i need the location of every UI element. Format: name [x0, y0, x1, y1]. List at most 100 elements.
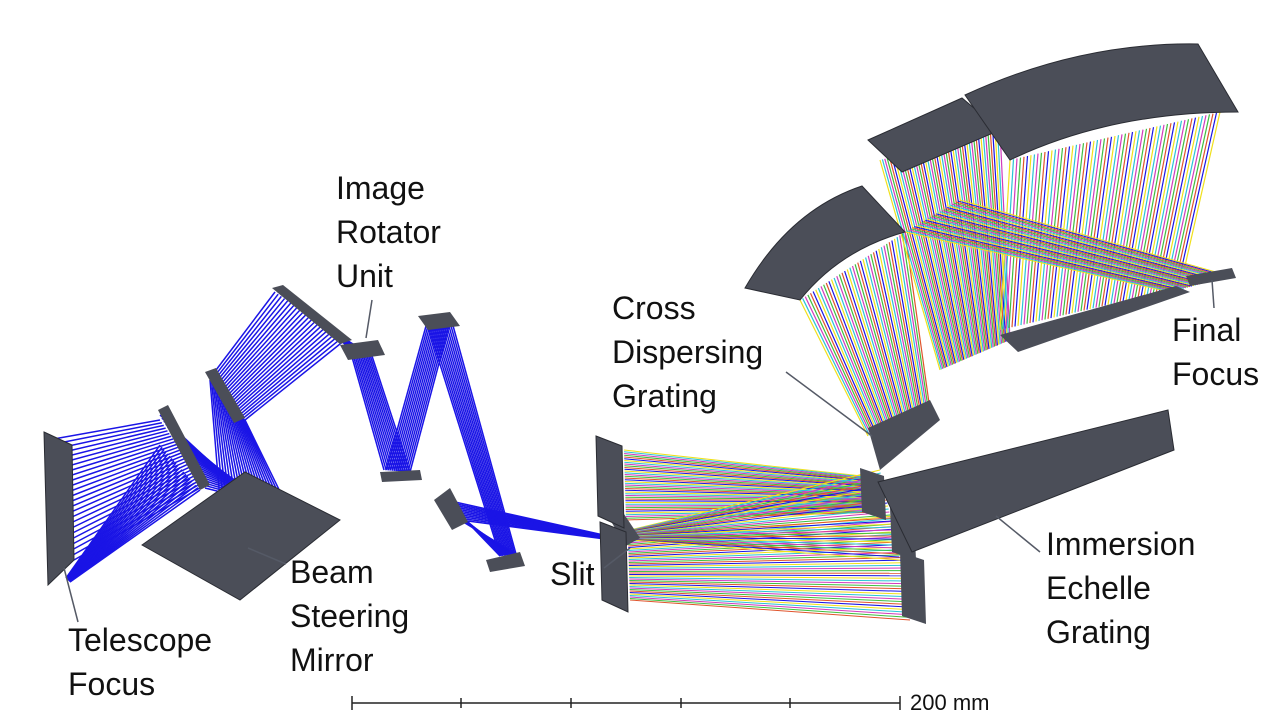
- ray: [910, 152, 959, 363]
- ray: [925, 148, 968, 359]
- label-cross-dispersing-grating: Cross Dispersing Grating: [612, 290, 764, 414]
- ray: [631, 526, 893, 537]
- ray: [879, 159, 941, 371]
- ray: [954, 202, 1225, 279]
- ray: [820, 286, 881, 432]
- ray: [629, 583, 906, 592]
- ray: [932, 146, 972, 357]
- ray: [899, 235, 928, 412]
- ray: [629, 596, 910, 616]
- ray: [915, 150, 962, 362]
- ray: [881, 159, 942, 370]
- ray: [928, 217, 1197, 286]
- ray: [629, 587, 907, 600]
- ray: [1002, 159, 1015, 330]
- ray: [629, 599, 911, 621]
- ray: [226, 315, 311, 400]
- ray: [908, 229, 1175, 292]
- ray: [628, 559, 901, 566]
- camera-mirror-large: [964, 43, 1239, 161]
- ray: [60, 451, 183, 501]
- ray: [1098, 133, 1127, 307]
- ray: [629, 595, 909, 613]
- telescope-focus-plate: [43, 431, 75, 587]
- leader-slit: [603, 547, 631, 569]
- ray: [69, 489, 201, 583]
- ray: [844, 270, 895, 426]
- detector-base-plate: [1000, 286, 1190, 352]
- ray: [888, 242, 922, 415]
- ray: [624, 482, 871, 494]
- ray: [624, 460, 865, 482]
- ray: [352, 350, 390, 471]
- scale-bar: [351, 696, 901, 710]
- ray: [631, 517, 891, 536]
- final-focus-plate: [1186, 268, 1236, 286]
- ray: [836, 276, 891, 428]
- ray: [73, 484, 206, 561]
- ray: [1080, 138, 1106, 312]
- dispersed-spectrum-rays: [623, 111, 1231, 621]
- ray: [823, 284, 883, 431]
- ray: [1179, 111, 1221, 289]
- ray: [905, 153, 956, 364]
- leader-beam-steering: [247, 547, 287, 565]
- ray: [630, 484, 884, 533]
- leader-lines: [63, 279, 1215, 623]
- ray: [391, 324, 433, 471]
- ray: [59, 449, 181, 496]
- ray: [1092, 135, 1120, 309]
- ray: [893, 156, 949, 367]
- ray: [901, 154, 954, 365]
- ray: [351, 350, 387, 471]
- ray: [886, 243, 920, 415]
- optics: [43, 43, 1239, 624]
- ray: [631, 539, 900, 558]
- leader-immersion-echelle: [995, 515, 1041, 553]
- ray: [934, 146, 973, 357]
- ray: [884, 158, 944, 369]
- ray: [58, 446, 180, 491]
- ray: [629, 584, 907, 595]
- ray: [1041, 148, 1060, 321]
- ray: [242, 337, 343, 419]
- ray: [625, 486, 872, 496]
- ray: [624, 463, 866, 484]
- ray: [624, 477, 870, 491]
- ray: [807, 294, 874, 435]
- ray: [210, 381, 224, 501]
- ray: [951, 141, 983, 353]
- ray: [459, 519, 517, 555]
- ray: [870, 253, 911, 419]
- label-immersion-echelle-grating: Immersion Echelle Grating: [1046, 526, 1196, 650]
- label-final-focus: Final Focus: [1172, 312, 1260, 392]
- ray: [72, 481, 204, 556]
- label-image-rotator-unit: Image Rotator Unit: [336, 170, 441, 294]
- ray: [945, 208, 1215, 281]
- ray: [629, 586, 907, 598]
- fold-mirror-2: [205, 368, 245, 423]
- ray: [875, 250, 914, 418]
- ray: [631, 529, 894, 538]
- ray: [62, 457, 187, 511]
- ray: [630, 490, 885, 533]
- ray: [630, 493, 886, 534]
- ray: [630, 499, 887, 534]
- ray: [865, 257, 908, 420]
- ray: [1005, 158, 1018, 329]
- ray: [1056, 144, 1078, 317]
- image-rotator-mirror-1: [340, 340, 385, 360]
- ray: [952, 203, 1223, 279]
- ray: [893, 238, 925, 413]
- ray: [825, 282, 885, 430]
- ray: [812, 291, 877, 433]
- ray: [630, 481, 883, 532]
- ray: [906, 230, 1173, 292]
- ray: [1062, 143, 1085, 316]
- ray: [624, 461, 866, 483]
- ray: [225, 313, 308, 398]
- ray: [980, 134, 1000, 345]
- ray: [857, 262, 903, 422]
- ray: [358, 352, 396, 472]
